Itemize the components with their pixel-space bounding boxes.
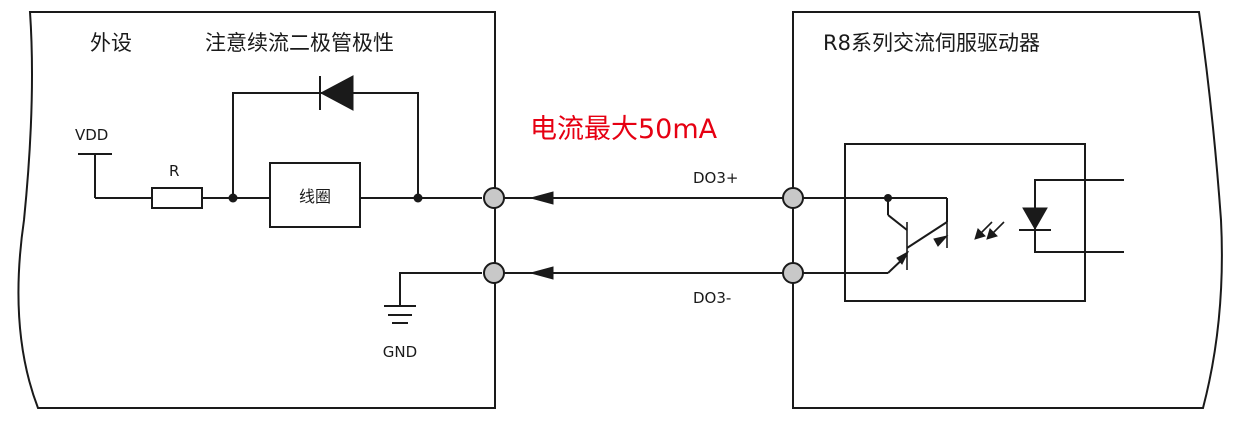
driver-terminal-minus: [782, 262, 804, 284]
do3-plus-label: DO3+: [693, 169, 738, 187]
vdd-label: VDD: [75, 126, 108, 144]
do3-minus-label: DO3-: [693, 289, 731, 307]
junction-dot-right: [413, 193, 423, 203]
gnd-wire: [399, 272, 482, 306]
optocoupler-box: [844, 143, 1086, 302]
junction-dot-left: [228, 193, 238, 203]
coil: [269, 162, 361, 228]
driver-terminal-plus: [782, 187, 804, 209]
coil-label: 线圈: [299, 187, 331, 206]
diode-polarity-note: 注意续流二极管极性: [205, 31, 394, 55]
peripheral-box: [17, 11, 496, 409]
light-arrows-icon: [974, 221, 1005, 240]
max-current-note: 电流最大50mA: [530, 114, 718, 145]
resistor-label: R: [169, 162, 179, 180]
led-diode-icon: [1019, 179, 1124, 253]
peripheral-terminal-plus: [483, 187, 505, 209]
driver-title: R8系列交流伺服驱动器: [823, 31, 1040, 55]
arrow-left-icon: [529, 266, 554, 280]
peripheral-title: 外设: [90, 31, 132, 55]
flyback-diode-icon: [319, 75, 354, 111]
peripheral-terminal-minus: [483, 262, 505, 284]
darlington-transistor-icon: [803, 194, 949, 274]
diode-loop-wire: [232, 92, 419, 198]
gnd-label: GND: [383, 343, 417, 361]
driver-box: [792, 11, 1223, 409]
resistor: [151, 187, 203, 209]
arrow-left-icon: [529, 191, 554, 205]
